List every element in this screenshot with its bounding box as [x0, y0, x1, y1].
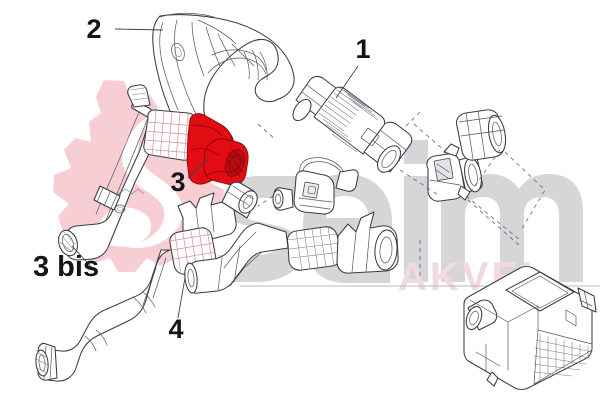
duct-sleeve-coupler[interactable]	[456, 109, 508, 161]
part-3-turbo-hose-highlighted[interactable]	[55, 84, 249, 261]
assembly-guide-lines	[257, 111, 546, 276]
callout-2[interactable]: 2	[86, 14, 164, 44]
callout-3bis[interactable]: 3 bis	[33, 245, 99, 283]
callout-3bis-leader	[71, 245, 97, 273]
pressure-valve-component[interactable]	[272, 157, 359, 215]
intercooler-connector-hose[interactable]	[183, 211, 399, 294]
callout-2-label: 2	[86, 14, 101, 44]
callout-3[interactable]: 3	[170, 157, 209, 197]
callout-1-label: 1	[355, 34, 370, 64]
callout-1[interactable]: 1	[335, 34, 371, 99]
callout-2-leader	[114, 28, 164, 31]
callout-1-leader	[335, 65, 359, 99]
air-filter-housing[interactable]	[463, 265, 597, 391]
callout-3-leader	[187, 157, 209, 179]
callout-4[interactable]: 4	[168, 271, 187, 344]
callout-3bis-label: 3 bis	[33, 251, 99, 283]
part-1-corrugated-intake-hose[interactable]	[289, 75, 413, 176]
callout-4-label: 4	[168, 314, 183, 344]
callout-3-label: 3	[170, 167, 185, 197]
